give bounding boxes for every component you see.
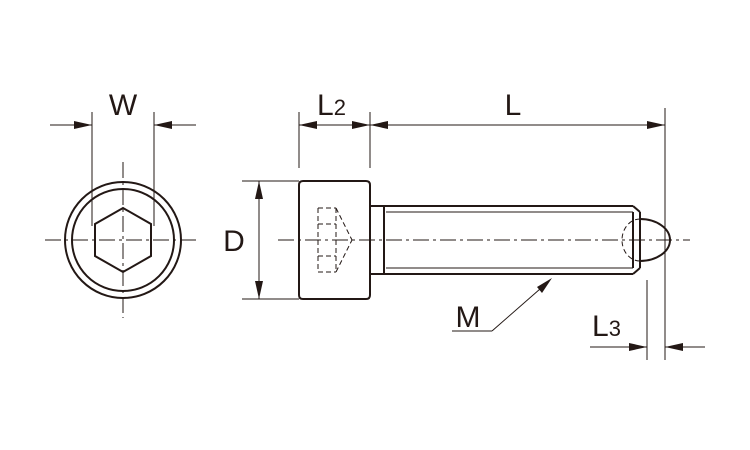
l2-arrow-right: [352, 121, 370, 129]
l3-label: L3: [592, 310, 621, 343]
side-view: [278, 180, 690, 300]
l3-arrow-right: [665, 343, 683, 351]
l2-label: L2: [317, 89, 346, 122]
l3-arrow-left: [629, 343, 647, 351]
dimension-l: L: [370, 89, 666, 360]
l-arrow-right: [647, 121, 665, 129]
d-arrow-bottom: [255, 281, 263, 299]
dimension-l3: L3: [590, 280, 705, 360]
dimension-l2: L2: [298, 89, 371, 168]
tip-end-top: [632, 205, 641, 213]
w-arrow-left: [74, 121, 92, 129]
m-label: M: [456, 301, 481, 334]
dimension-d: D: [223, 180, 299, 300]
end-view: [45, 162, 200, 318]
l2-arrow-left: [299, 121, 317, 129]
l-arrow-left: [370, 121, 388, 129]
d-arrow-top: [255, 181, 263, 199]
dimension-m: M: [452, 278, 552, 334]
w-label: W: [109, 89, 138, 122]
dimension-w: W: [50, 89, 196, 226]
m-leader-arrow: [537, 278, 552, 293]
l-label: L: [505, 89, 522, 122]
m-leader-line: [491, 281, 549, 332]
tip-end-bottom: [632, 267, 641, 275]
screw-head: [298, 180, 371, 300]
w-arrow-right: [154, 121, 172, 129]
d-label: D: [223, 225, 245, 258]
